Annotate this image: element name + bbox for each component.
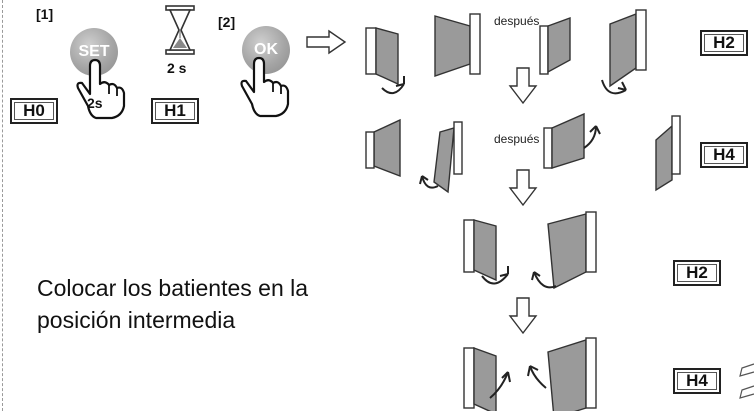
- gate-leaf-icon: [419, 121, 463, 194]
- step-2-label: [2]: [218, 14, 236, 30]
- code-row1: H2: [700, 30, 748, 56]
- code-h0: H0: [10, 98, 58, 124]
- down-arrow-icon: [508, 67, 538, 105]
- gate-leaf-icon: [365, 118, 401, 178]
- gate-leaf-icon: [365, 27, 405, 95]
- gate-leaf-icon: [543, 112, 601, 169]
- hold-time-label: 2s: [87, 95, 103, 111]
- press-hand-icon: [240, 56, 290, 118]
- instruction-line-1: Colocar los batientes en la: [37, 275, 309, 301]
- sequence-word-2: después: [494, 132, 540, 146]
- gate-leaf-icon: [463, 347, 511, 411]
- gate-leaf-icon: [531, 211, 597, 290]
- gate-sequence-row-2: [365, 112, 681, 194]
- hourglass-icon: [165, 5, 195, 55]
- gate-leaf-icon: [539, 17, 571, 75]
- code-row2: H4: [700, 142, 748, 168]
- right-arrow-icon: [306, 29, 347, 55]
- code-row3: H2: [673, 260, 721, 286]
- hourglass-time-label: 2 s: [167, 60, 187, 76]
- code-h1: H1: [151, 98, 199, 124]
- ok-button: OK: [242, 26, 290, 74]
- instruction-line-2: posición intermedia: [37, 307, 236, 333]
- page-edge: [2, 0, 3, 411]
- gate-sequence-row-3: [463, 211, 597, 290]
- gate-leaf-icon: [434, 13, 481, 77]
- press-hand-icon: [76, 58, 126, 120]
- gate-leaf-icon: [655, 115, 681, 192]
- down-arrow-icon: [508, 169, 538, 207]
- gate-leaf-icon: [527, 337, 597, 411]
- step-1-label: [1]: [36, 6, 54, 22]
- gate-leaf-icon: [601, 9, 647, 95]
- down-arrow-icon: [508, 297, 538, 335]
- gate-leaf-icon: [463, 219, 509, 285]
- right-arrow-icon: [739, 363, 754, 399]
- instruction-text: Colocar los batientes en la posición int…: [37, 272, 367, 336]
- sequence-word-1: después: [494, 14, 540, 28]
- gate-sequence-row-1: [365, 9, 647, 95]
- gate-sequence-row-4: [463, 337, 597, 411]
- code-row4: H4: [673, 368, 721, 394]
